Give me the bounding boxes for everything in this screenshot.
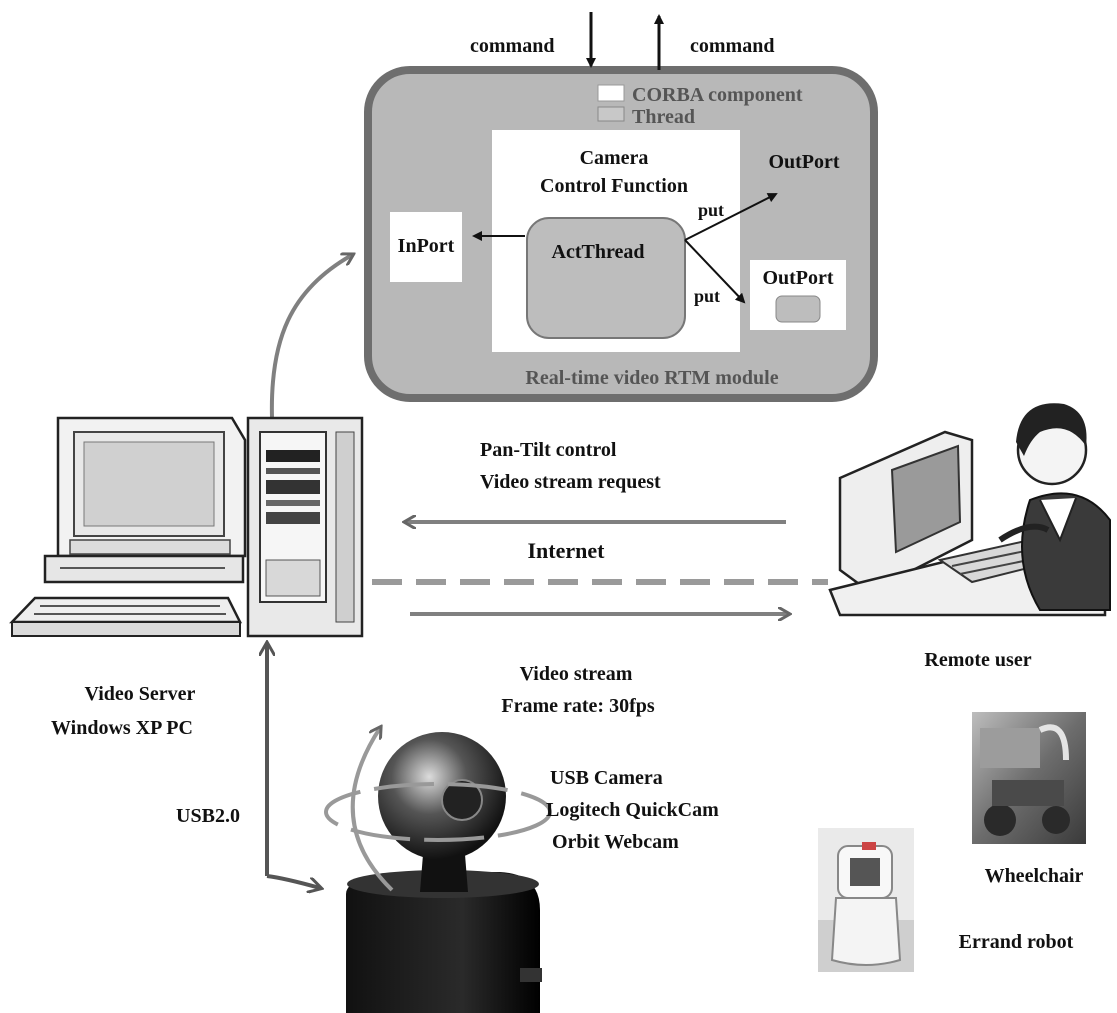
function-label-line1: Camera (580, 147, 649, 169)
camera-label-line3: Orbit Webcam (552, 831, 679, 853)
inport-label: InPort (398, 235, 455, 257)
usb-camera (324, 728, 552, 1013)
inport-box (390, 212, 462, 282)
act-thread-box (526, 217, 686, 339)
internet-label: Internet (528, 538, 606, 563)
tilt-rotation-arc (350, 728, 394, 892)
camera-label-line2: Logitech QuickCam (546, 799, 719, 821)
outport-bottom-label: OutPort (762, 267, 833, 289)
pan-rotation-ring (324, 782, 552, 842)
remote-user-illustration (828, 403, 1111, 617)
usb-label: USB2.0 (176, 805, 240, 827)
put-top-label: put (698, 200, 724, 220)
wheelchair-label: Wheelchair (985, 865, 1084, 887)
camera-base (346, 872, 540, 1013)
put-bottom-label: put (694, 286, 720, 306)
command-in-label: command (470, 35, 554, 57)
legend-corba-label: CORBA component (632, 84, 803, 106)
server-label-line2: Windows XP PC (51, 717, 193, 739)
command-out-label: command (690, 35, 774, 57)
act-thread-label: ActThread (552, 241, 645, 263)
server-label-line1: Video Server (85, 683, 196, 705)
legend-thread-label: Thread (632, 106, 695, 128)
video-server-pc (9, 416, 364, 638)
request-label-line2: Video stream request (480, 471, 661, 493)
put-bottom-arrow (684, 239, 746, 304)
usb-down-arrow (266, 874, 320, 888)
wheelchair-photo (972, 712, 1086, 844)
server-to-module-arrow (269, 255, 352, 419)
stream-label-line1: Video stream (520, 663, 633, 685)
remote-user-label: Remote user (924, 649, 1031, 671)
put-top-arrow (684, 193, 778, 241)
remote-user-body (1021, 492, 1111, 611)
request-label-line1: Pan-Tilt control (480, 439, 617, 461)
legend-thread-swatch (597, 106, 625, 122)
outport-bottom-buffer (775, 295, 821, 323)
camera-label-line1: USB Camera (550, 767, 663, 789)
function-label-line2: Control Function (540, 175, 688, 197)
keyboard (9, 596, 243, 624)
legend-corba-swatch (597, 84, 625, 102)
errand-robot-photo (818, 828, 914, 972)
outport-top-label: OutPort (768, 151, 839, 173)
stream-label-line2: Frame rate: 30fps (501, 695, 654, 717)
remote-user-hair (1016, 403, 1087, 456)
rtm-module-caption: Real-time video RTM module (525, 367, 778, 389)
rtm-module: command command CORBA component Thread C… (364, 12, 878, 402)
errand-robot-label: Errand robot (959, 931, 1074, 953)
